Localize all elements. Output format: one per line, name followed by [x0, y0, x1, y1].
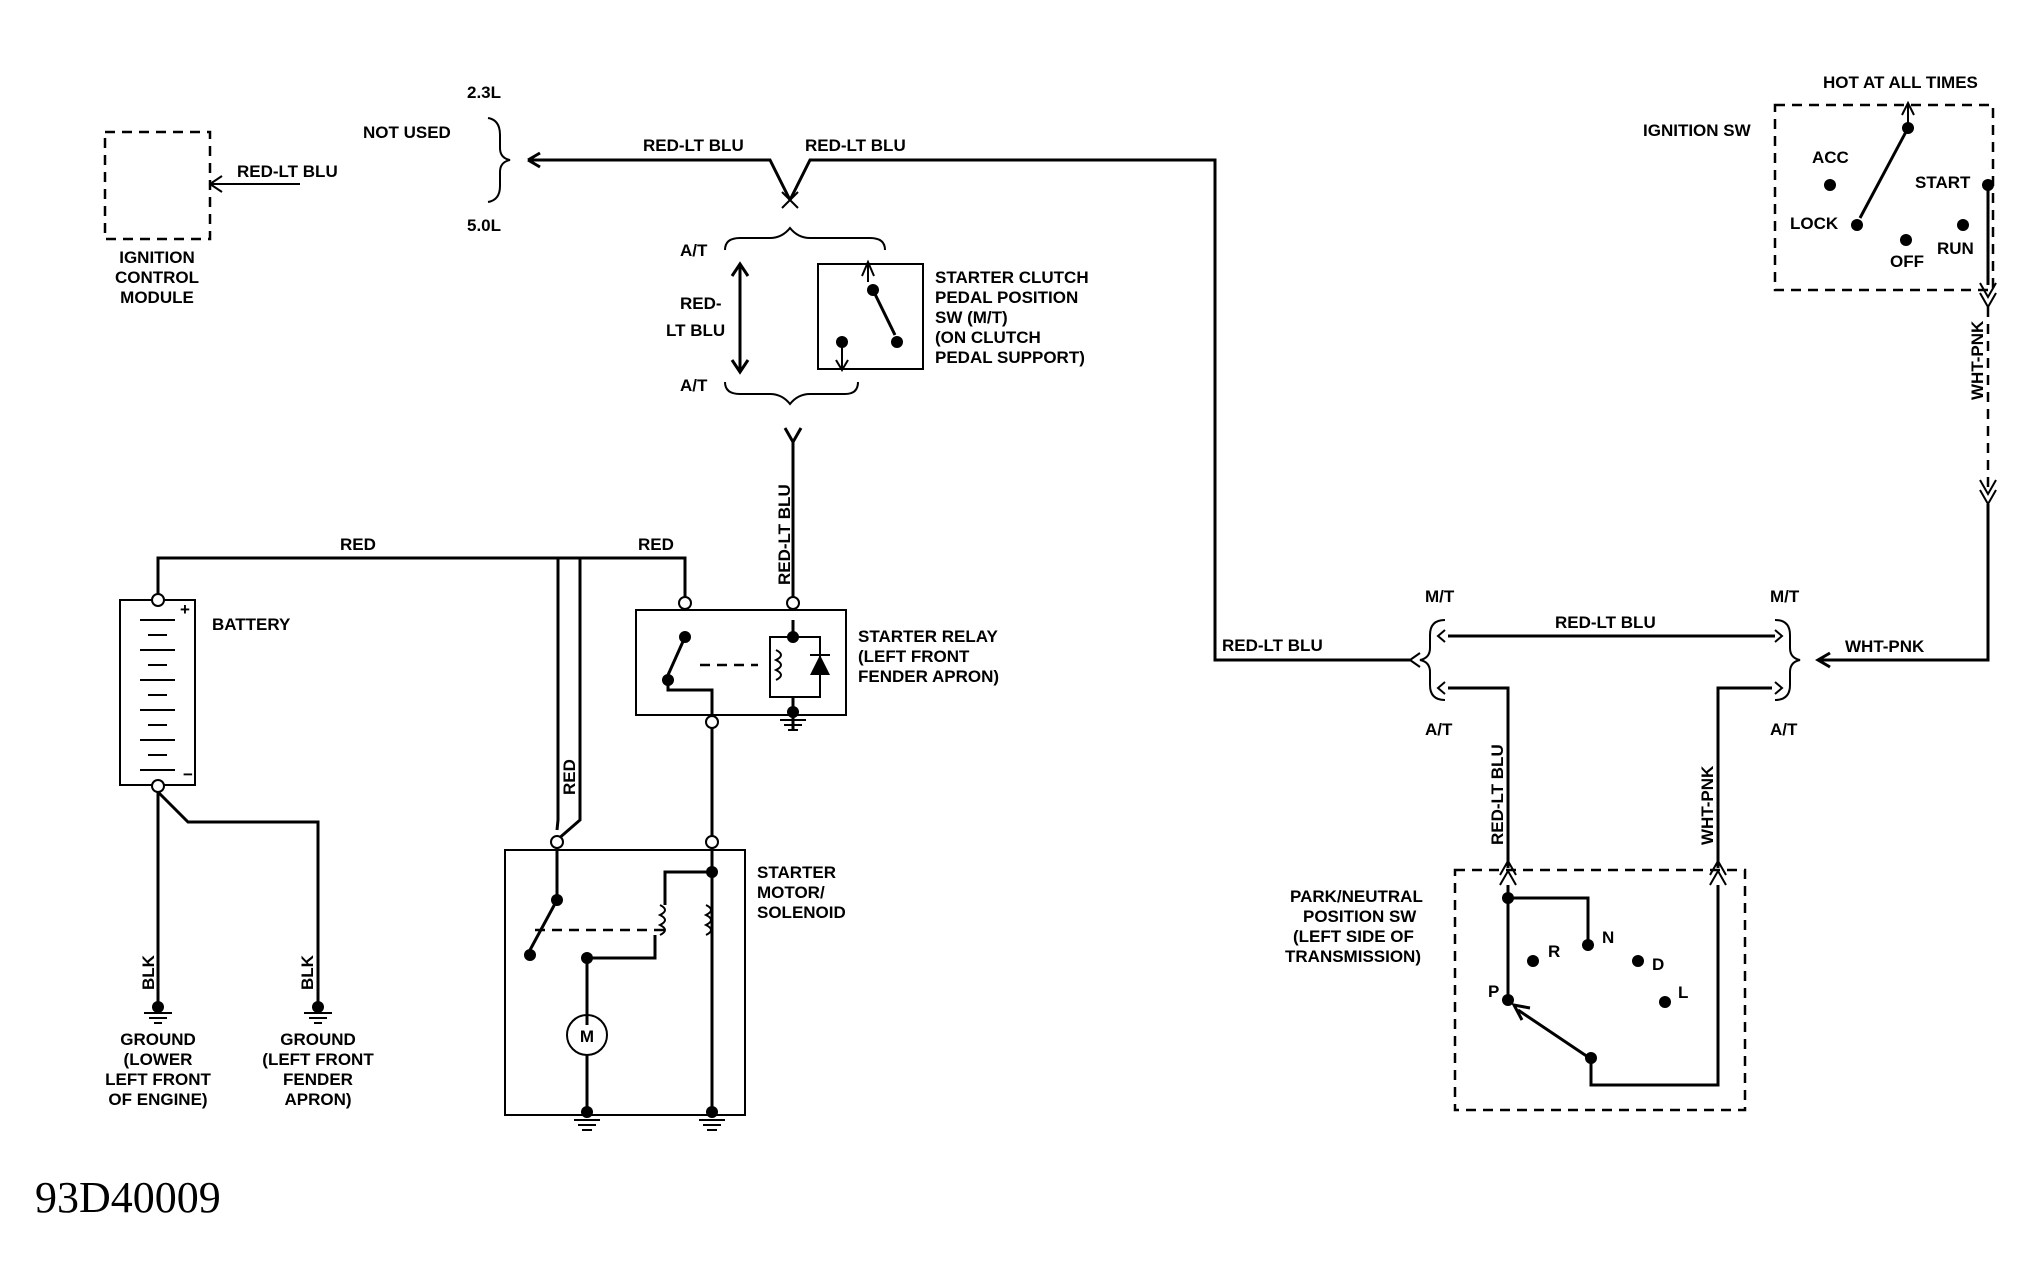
scp-label-4: (ON CLUTCH — [935, 328, 1041, 347]
gnd1-label-1: GROUND — [120, 1030, 196, 1049]
relay-label-3: FENDER APRON) — [858, 667, 999, 686]
motor-symbol: M — [580, 1027, 594, 1046]
wire-label-top-2: RED-LT BLU — [805, 136, 906, 155]
wire-label-blk-2: BLK — [298, 954, 317, 990]
battery: + − — [119, 599, 196, 786]
pos-l-label: L — [1678, 983, 1688, 1002]
park-neutral-switch — [1453, 868, 1747, 1112]
icm-label-3: MODULE — [120, 288, 194, 307]
gnd2-label-1: GROUND — [280, 1030, 356, 1049]
ignition-switch — [1773, 100, 1995, 292]
icm-label-1: IGNITION — [119, 248, 195, 267]
relay-label-1: STARTER RELAY — [858, 627, 998, 646]
pn-label-2: POSITION SW — [1303, 907, 1417, 926]
relay-label-2: (LEFT FRONT — [858, 647, 970, 666]
mt-label-right: M/T — [1770, 587, 1800, 606]
ground-symbol-2 — [304, 1001, 332, 1024]
at-label-bottom: A/T — [680, 376, 708, 395]
wire-label-vertical-1: RED-LT BLU — [775, 484, 794, 585]
wire-label-red-3: RED — [560, 759, 579, 795]
figure-code: 93D40009 — [35, 1173, 221, 1222]
wire-label-red-2: RED — [638, 535, 674, 554]
red-lt-label: RED- — [680, 294, 722, 313]
engine-50-label: 5.0L — [467, 216, 501, 235]
at-label-top: A/T — [680, 241, 708, 260]
ignition-control-module: IGNITION CONTROL MODULE — [103, 130, 212, 307]
scp-label-1: STARTER CLUTCH — [935, 268, 1089, 287]
motor-label-2: MOTOR/ — [757, 883, 825, 902]
scp-label-2: PEDAL POSITION — [935, 288, 1078, 307]
wire-label-top-1: RED-LT BLU — [643, 136, 744, 155]
wire-label-mt-link: RED-LT BLU — [1555, 613, 1656, 632]
gnd1-label-2: (LOWER — [124, 1050, 193, 1069]
at-label-right: A/T — [1770, 720, 1798, 739]
lock-label: LOCK — [1790, 214, 1839, 233]
battery-plus: + — [180, 600, 190, 619]
mt-label-left: M/T — [1425, 587, 1455, 606]
starter-relay — [635, 596, 847, 731]
starter-clutch-switch — [817, 259, 924, 372]
gnd2-label-3: FENDER — [283, 1070, 353, 1089]
gnd2-label-2: (LEFT FRONT — [262, 1050, 374, 1069]
wire-label-icm: RED-LT BLU — [237, 162, 338, 181]
at-label-left: A/T — [1425, 720, 1453, 739]
off-label: OFF — [1890, 252, 1924, 271]
pn-label-1: PARK/NEUTRAL — [1290, 887, 1423, 906]
battery-minus: − — [183, 765, 193, 784]
battery-label: BATTERY — [212, 615, 291, 634]
pos-n-label: N — [1602, 928, 1614, 947]
wire-label-red-1: RED — [340, 535, 376, 554]
ign-sw-label: IGNITION SW — [1643, 121, 1752, 140]
run-label: RUN — [1937, 239, 1974, 258]
engine-23-label: 2.3L — [467, 83, 501, 102]
gnd1-label-4: OF ENGINE) — [108, 1090, 207, 1109]
starter-motor-solenoid: M — [504, 835, 746, 1131]
pos-r-label: R — [1548, 942, 1560, 961]
gnd2-label-4: APRON) — [284, 1090, 351, 1109]
acc-label: ACC — [1812, 148, 1849, 167]
wire-label-wht-pnk-h: WHT-PNK — [1845, 637, 1925, 656]
wire-label-blk-1: BLK — [139, 954, 158, 990]
pn-label-4: TRANSMISSION) — [1285, 947, 1421, 966]
not-used-label: NOT USED — [363, 123, 451, 142]
hot-label: HOT AT ALL TIMES — [1823, 73, 1978, 92]
motor-label-3: SOLENOID — [757, 903, 846, 922]
scp-label-5: PEDAL SUPPORT) — [935, 348, 1085, 367]
wire-label-wht-pnk-v: WHT-PNK — [1968, 320, 1987, 400]
ground-symbol-1 — [144, 1001, 172, 1024]
pos-d-label: D — [1652, 955, 1664, 974]
pn-label-3: (LEFT SIDE OF — [1293, 927, 1414, 946]
start-label: START — [1915, 173, 1971, 192]
engine-brace — [487, 117, 511, 203]
lt-blu-label: LT BLU — [666, 321, 725, 340]
pos-p-label: P — [1488, 982, 1499, 1001]
icm-label-2: CONTROL — [115, 268, 199, 287]
motor-label-1: STARTER — [757, 863, 836, 882]
wire-label-pn-wht: WHT-PNK — [1698, 765, 1717, 845]
gnd1-label-3: LEFT FRONT — [105, 1070, 211, 1089]
wire-label-pn-red: RED-LT BLU — [1488, 744, 1507, 845]
scp-label-3: SW (M/T) — [935, 308, 1008, 327]
wire-label-red-lt-blu-h: RED-LT BLU — [1222, 636, 1323, 655]
